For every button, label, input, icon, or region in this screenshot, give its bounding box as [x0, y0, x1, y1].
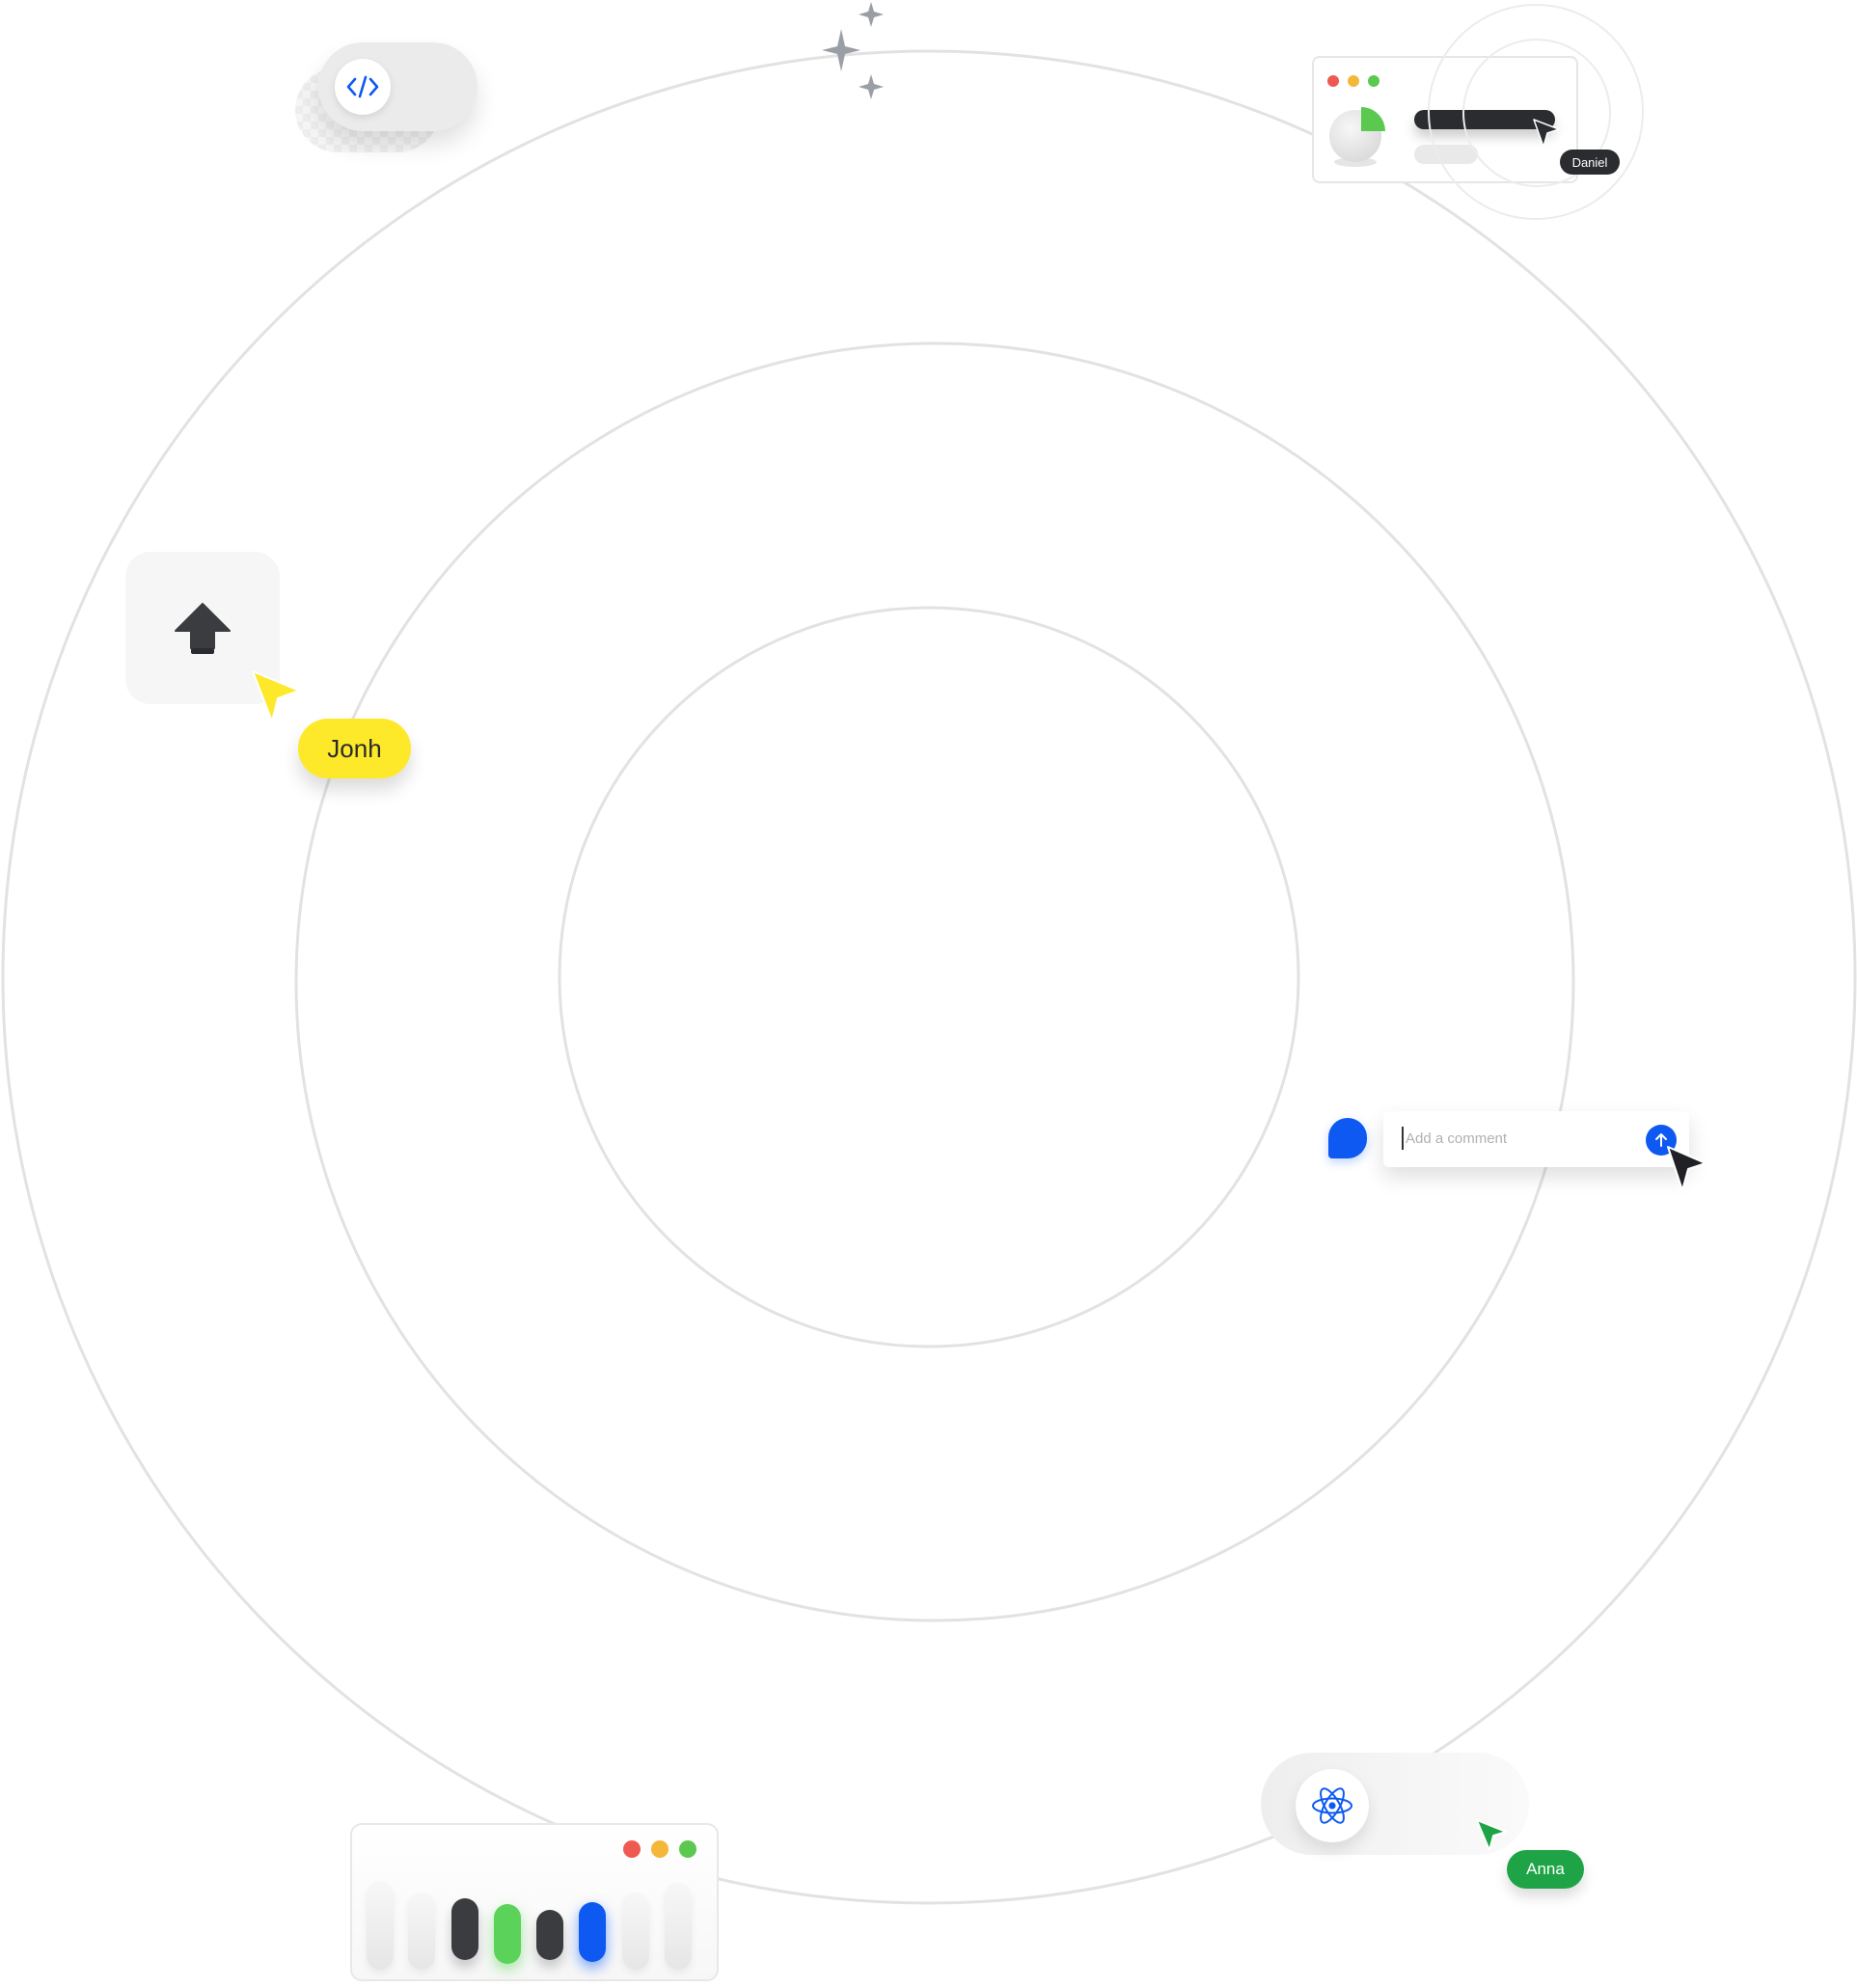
arrow-up-icon [1655, 1133, 1667, 1147]
eq-bar[interactable] [494, 1904, 521, 1964]
eq-bar[interactable] [536, 1910, 563, 1960]
window-maximize-dot[interactable] [679, 1840, 696, 1858]
cursor-icon [1667, 1146, 1707, 1191]
eq-bar[interactable] [408, 1893, 435, 1970]
window-minimize-dot[interactable] [651, 1840, 669, 1858]
cursor-name-tag-jonh: Jonh [298, 719, 411, 778]
cursor-icon [1533, 119, 1560, 148]
inner-orbit [558, 606, 1300, 1348]
upload-arrow-icon [175, 603, 231, 654]
cursor-name-tag-anna: Anna [1507, 1850, 1584, 1889]
comment-input[interactable] [1404, 1125, 1637, 1152]
focus-ring-outer [1428, 4, 1644, 220]
sparkle-icon [822, 2, 884, 99]
equalizer-window [350, 1823, 719, 1981]
eq-bar[interactable] [451, 1898, 478, 1960]
focus-ring-inner [1462, 39, 1611, 187]
cursor-icon [1476, 1819, 1507, 1851]
window-minimize-dot[interactable] [1348, 75, 1359, 87]
outer-orbit [1, 49, 1857, 1905]
eq-bar[interactable] [367, 1881, 394, 1970]
eq-bar[interactable] [665, 1883, 692, 1970]
text-caret [1402, 1127, 1404, 1150]
eq-bar[interactable] [622, 1893, 649, 1970]
pie-chart-icon [1329, 107, 1385, 167]
code-brackets-icon[interactable] [335, 59, 391, 115]
comment-bubble-icon[interactable] [1328, 1118, 1367, 1158]
cursor-icon [252, 670, 300, 722]
window-maximize-dot[interactable] [1368, 75, 1379, 87]
window-close-dot[interactable] [623, 1840, 641, 1858]
cursor-name-tag-daniel: Daniel [1560, 150, 1620, 175]
window-close-dot[interactable] [1327, 75, 1339, 87]
middle-orbit [294, 341, 1575, 1622]
react-atom-icon[interactable] [1296, 1769, 1369, 1842]
eq-bar[interactable] [579, 1902, 606, 1962]
